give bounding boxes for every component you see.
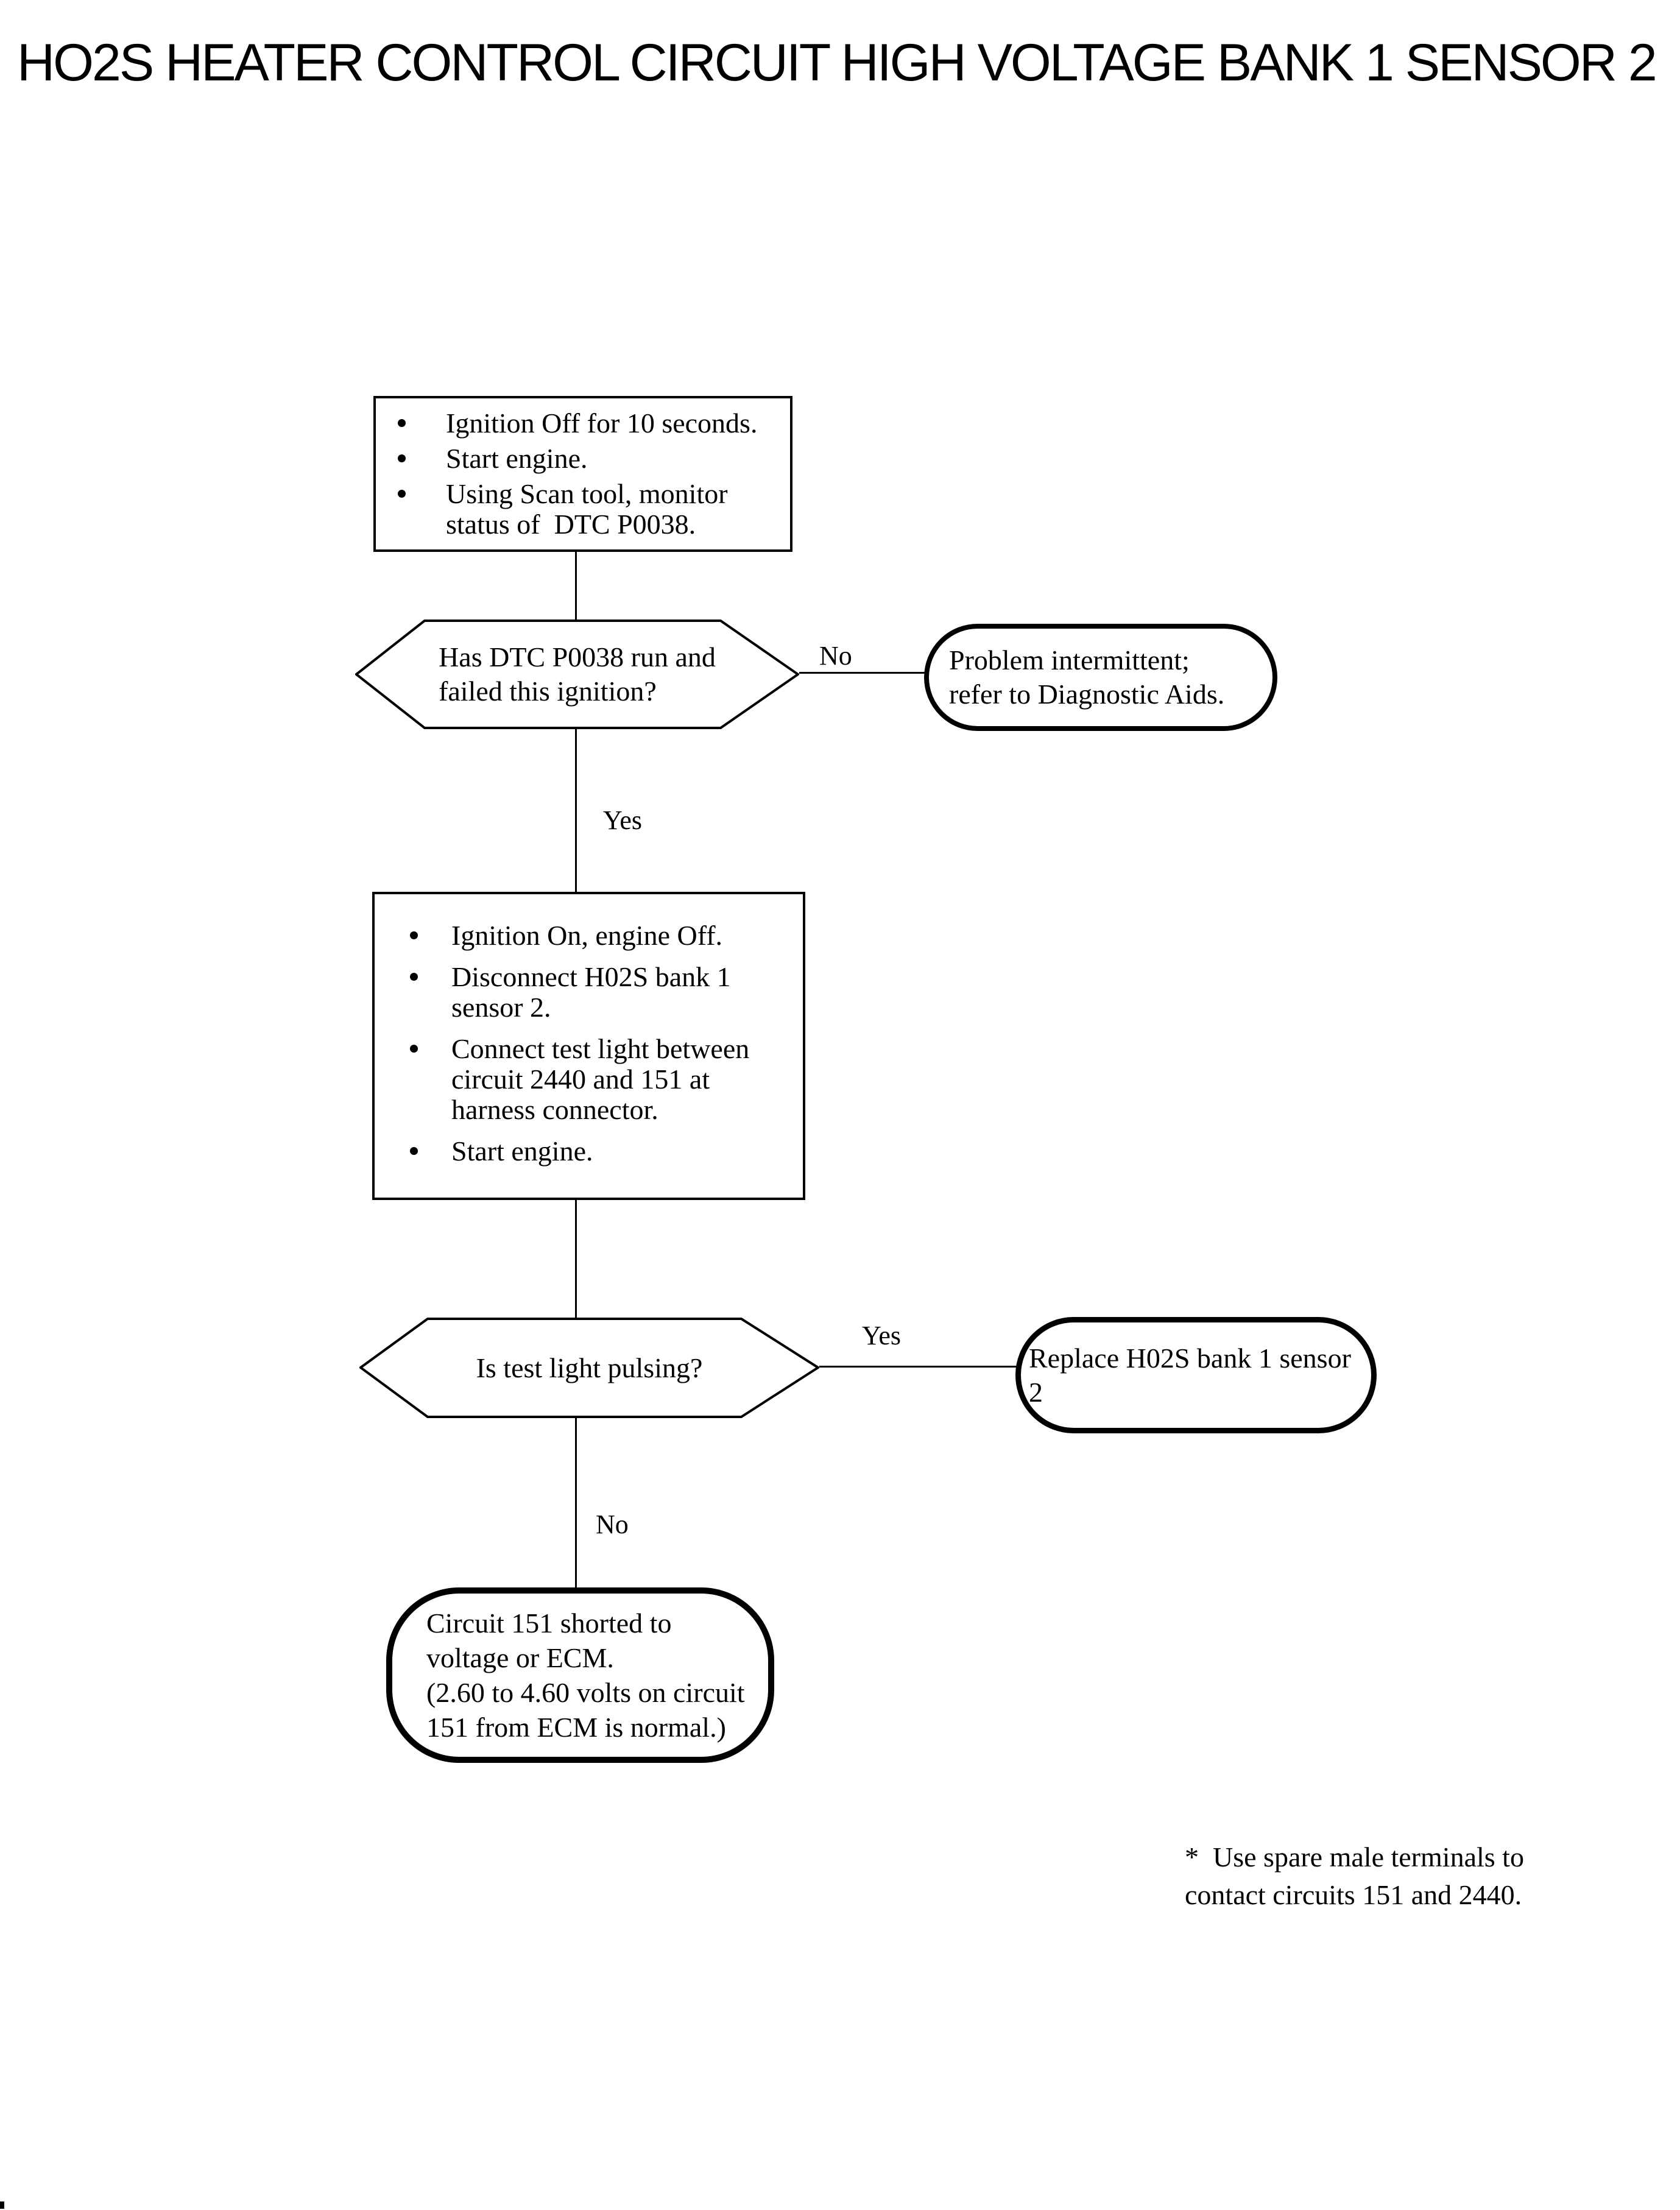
step-text: Using Scan tool, monitor status of DTC P…: [446, 478, 728, 540]
page-title: HO2S HEATER CONTROL CIRCUIT HIGH VOLTAGE…: [17, 34, 1657, 92]
scan-artifact: [0, 2201, 4, 2209]
connector-decision1-no: [799, 672, 925, 674]
connector-decision2-yes: [819, 1366, 1017, 1368]
step1-box: Ignition Off for 10 seconds. Start engin…: [373, 396, 792, 552]
list-item: Ignition Off for 10 seconds.: [398, 408, 780, 439]
decision1-question-wrap: Has DTC P0038 run and failed this igniti…: [355, 620, 799, 729]
terminal-result-pill: Circuit 151 shorted to voltage or ECM. (…: [386, 1587, 774, 1763]
bullet-icon: [410, 973, 418, 981]
decision1-no-label: No: [819, 641, 852, 671]
connector-step2-to-decision2: [575, 1199, 577, 1319]
step-text: Ignition On, engine Off.: [451, 920, 723, 951]
decision2-question: Is test light pulsing?: [476, 1352, 703, 1383]
list-item: Start engine.: [398, 443, 780, 474]
connector-step1-to-decision1: [575, 552, 577, 621]
bullet-icon: [410, 1045, 418, 1053]
list-item: Ignition On, engine Off.: [410, 920, 793, 951]
connector-decision1-yes: [575, 728, 577, 893]
bullet-icon: [410, 931, 418, 939]
decision2-question-wrap: Is test light pulsing?: [359, 1318, 819, 1418]
decision1-hexagon: Has DTC P0038 run and failed this igniti…: [355, 620, 799, 729]
hexagon-shape: [355, 620, 799, 729]
step2-box: Ignition On, engine Off. Disconnect H02S…: [372, 892, 805, 1200]
decision1-question: Has DTC P0038 run and failed this igniti…: [439, 641, 716, 707]
result-intermittent-pill: Problem intermittent; refer to Diagnosti…: [924, 624, 1277, 731]
step-text: Connect test light between circuit 2440 …: [451, 1033, 750, 1125]
decision2-hexagon: Is test light pulsing?: [359, 1318, 819, 1418]
step-text: Disconnect H02S bank 1 sensor 2.: [451, 961, 731, 1023]
list-item: Connect test light between circuit 2440 …: [410, 1034, 793, 1125]
step-text: Start engine.: [451, 1135, 593, 1167]
result-intermittent-text: Problem intermittent; refer to Diagnosti…: [949, 644, 1225, 710]
result-replace-pill: Replace H02S bank 1 sensor 2: [1015, 1317, 1377, 1433]
bullet-icon: [410, 1147, 418, 1155]
connector-decision2-no: [575, 1417, 577, 1589]
decision1-yes-label: Yes: [603, 805, 643, 835]
result-replace-text: Replace H02S bank 1 sensor 2: [1029, 1342, 1358, 1408]
bullet-icon: [398, 490, 406, 498]
step-text: Ignition Off for 10 seconds.: [446, 408, 758, 439]
footnote: * Use spare male terminals to contact ci…: [1185, 1841, 1524, 1910]
step-text: Start engine.: [446, 443, 588, 474]
hexagon-shape: [359, 1318, 819, 1418]
decision2-yes-label: Yes: [862, 1321, 902, 1350]
list-item: Start engine.: [410, 1136, 793, 1167]
bullet-icon: [398, 419, 406, 427]
bullet-icon: [398, 454, 406, 462]
list-item: Using Scan tool, monitor status of DTC P…: [398, 479, 780, 540]
decision2-no-label: No: [596, 1509, 629, 1539]
terminal-result-text: Circuit 151 shorted to voltage or ECM. (…: [426, 1608, 745, 1743]
list-item: Disconnect H02S bank 1 sensor 2.: [410, 962, 793, 1023]
